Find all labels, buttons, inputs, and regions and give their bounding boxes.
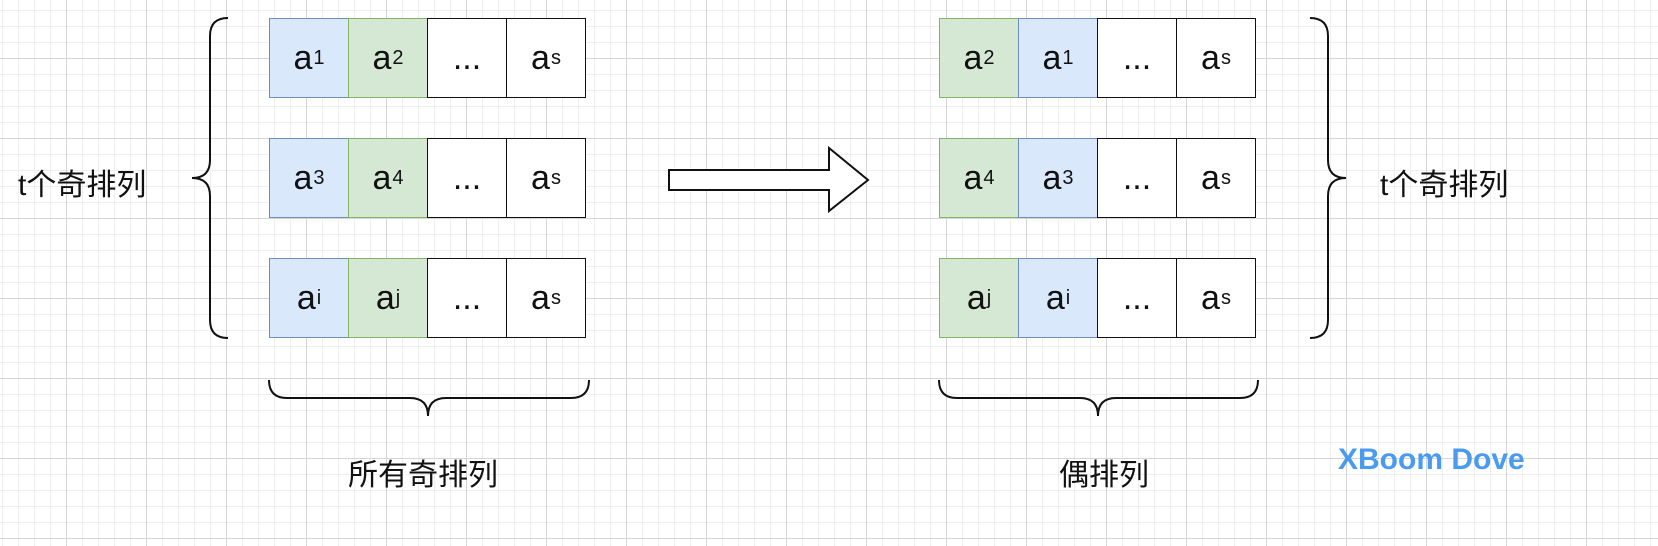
cell-base: ... <box>452 38 482 77</box>
cell-subscript: j <box>986 286 992 309</box>
transform-arrow-icon <box>668 145 870 214</box>
cell-base: ... <box>1122 278 1152 317</box>
left-bottom-label: 所有奇排列 <box>348 459 498 492</box>
right-side-label: t个奇排列 <box>1380 169 1509 202</box>
cell-base: a <box>531 158 550 197</box>
cell-base: a <box>1201 38 1220 77</box>
cell-subscript: s <box>1220 46 1231 69</box>
cell-subscript: 2 <box>983 46 995 69</box>
cell-base: a <box>372 38 392 77</box>
cell-base: a <box>293 158 313 197</box>
cell-subscript: i <box>316 286 322 309</box>
cell-subscript: 1 <box>1062 46 1074 69</box>
cell-base: ... <box>1122 158 1152 197</box>
cell-base: a <box>531 38 550 77</box>
cell-subscript: 3 <box>1062 166 1074 189</box>
cell-base: a <box>531 278 550 317</box>
cell-subscript: s <box>550 46 561 69</box>
permutation-cell: ... <box>1097 138 1177 218</box>
permutation-cell: ... <box>427 258 507 338</box>
permutation-cell: ... <box>427 138 507 218</box>
cell-subscript: 4 <box>392 166 404 189</box>
right-side-brace <box>1309 17 1347 339</box>
cell-base: a <box>1042 158 1062 197</box>
watermark-text: XBoom Dove <box>1338 443 1525 476</box>
permutation-cell: ... <box>1097 18 1177 98</box>
left-side-label: t个奇排列 <box>18 169 147 202</box>
cell-subscript: 3 <box>313 166 325 189</box>
cell-base: a <box>372 158 392 197</box>
cell-subscript: s <box>1220 286 1231 309</box>
cell-base: a <box>1042 38 1062 77</box>
cell-base: ... <box>1122 38 1152 77</box>
permutation-cell: ... <box>1097 258 1177 338</box>
left-side-brace <box>191 17 229 339</box>
cell-subscript: s <box>550 286 561 309</box>
cell-base: ... <box>452 278 482 317</box>
cell-base: a <box>293 38 313 77</box>
cell-subscript: 4 <box>983 166 995 189</box>
left-bottom-brace <box>268 379 590 417</box>
cell-base: a <box>963 158 983 197</box>
permutation-cell: ... <box>427 18 507 98</box>
cell-base: a <box>1045 278 1065 317</box>
cell-subscript: 1 <box>313 46 325 69</box>
cell-subscript: i <box>1065 286 1071 309</box>
right-bottom-label: 偶排列 <box>1059 459 1149 492</box>
cell-base: a <box>1201 158 1220 197</box>
cell-base: a <box>1201 278 1220 317</box>
cell-subscript: j <box>395 286 401 309</box>
cell-base: ... <box>452 158 482 197</box>
right-bottom-brace <box>938 379 1259 417</box>
cell-base: a <box>375 278 395 317</box>
cell-subscript: s <box>1220 166 1231 189</box>
cell-base: a <box>963 38 983 77</box>
cell-base: a <box>296 278 316 317</box>
cell-subscript: 2 <box>392 46 404 69</box>
cell-subscript: s <box>550 166 561 189</box>
cell-base: a <box>966 278 986 317</box>
